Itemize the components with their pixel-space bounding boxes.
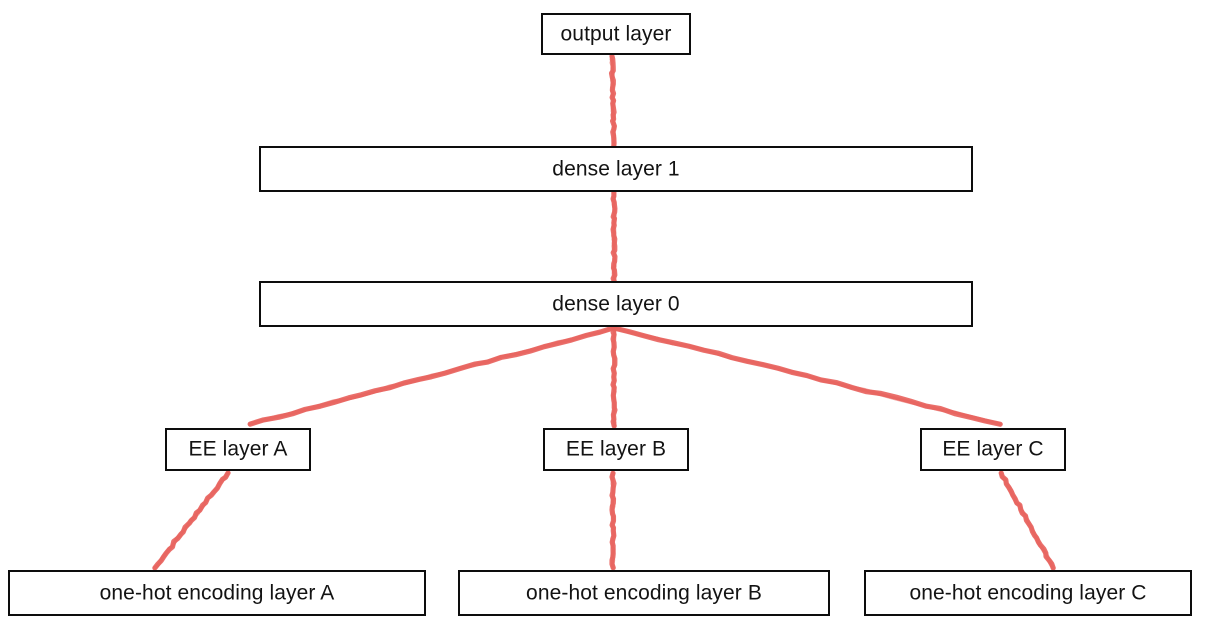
node-label-one-hot-encoding-layer-a: one-hot encoding layer A	[100, 582, 335, 603]
edge-ee-b-to-dense0	[613, 328, 615, 426]
node-label-one-hot-encoding-layer-c: one-hot encoding layer C	[909, 582, 1146, 603]
node-ee-layer-c[interactable]: EE layer C	[920, 428, 1066, 471]
node-ee-layer-b[interactable]: EE layer B	[543, 428, 689, 471]
node-output-layer[interactable]: output layer	[541, 13, 691, 55]
node-label-dense-layer-0: dense layer 0	[552, 293, 679, 314]
node-label-dense-layer-1: dense layer 1	[552, 158, 679, 179]
node-label-output-layer: output layer	[561, 23, 672, 44]
edge-onehot-b-to-ee-b	[612, 473, 614, 568]
node-label-ee-layer-a: EE layer A	[188, 439, 287, 460]
node-label-ee-layer-b: EE layer B	[566, 439, 666, 460]
edge-dense0-to-dense1	[613, 192, 615, 281]
node-dense-layer-1[interactable]: dense layer 1	[259, 146, 973, 192]
node-ee-layer-a[interactable]: EE layer A	[165, 428, 311, 471]
edge-ee-a-to-dense0	[250, 328, 614, 424]
edge-ee-c-to-dense0	[614, 328, 1000, 424]
node-one-hot-encoding-layer-a[interactable]: one-hot encoding layer A	[8, 570, 426, 616]
node-label-ee-layer-c: EE layer C	[942, 439, 1043, 460]
node-label-one-hot-encoding-layer-b: one-hot encoding layer B	[526, 582, 762, 603]
edge-onehot-c-to-ee-c	[1001, 473, 1053, 568]
node-one-hot-encoding-layer-b[interactable]: one-hot encoding layer B	[458, 570, 830, 616]
edge-onehot-a-to-ee-a	[155, 473, 228, 568]
node-dense-layer-0[interactable]: dense layer 0	[259, 281, 973, 327]
node-one-hot-encoding-layer-c[interactable]: one-hot encoding layer C	[864, 570, 1192, 616]
edge-dense1-to-output	[611, 56, 615, 146]
